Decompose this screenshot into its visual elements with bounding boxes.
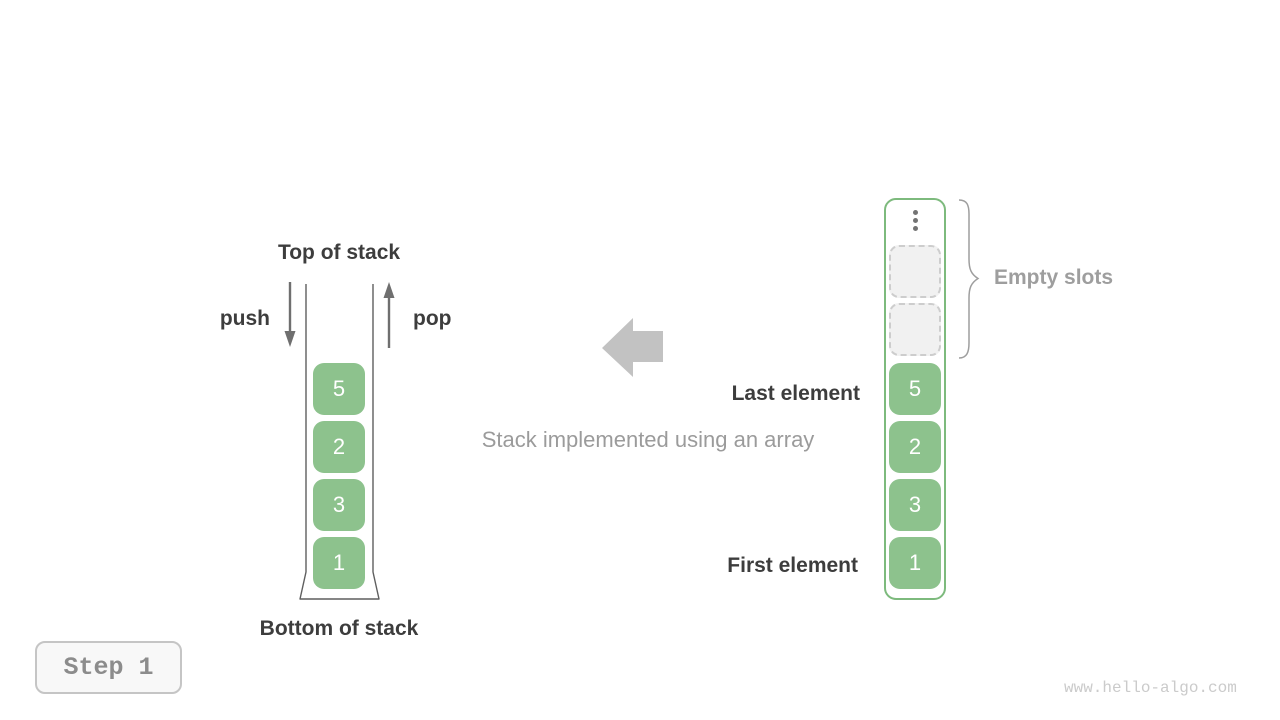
array-block: 2	[889, 421, 941, 473]
caption-text: Stack implemented using an array	[481, 427, 815, 452]
stack-block: 3	[313, 479, 365, 531]
vertical-ellipsis-icon	[886, 210, 944, 231]
bottom-of-stack-label: Bottom of stack	[259, 617, 419, 640]
step-badge: Step 1	[35, 641, 182, 694]
push-label: push	[219, 307, 270, 330]
stack-block: 2	[313, 421, 365, 473]
push-arrow-icon	[284, 282, 296, 347]
array-block: 3	[889, 479, 941, 531]
stack-container-outline	[299, 284, 380, 600]
last-element-label: Last element	[731, 382, 860, 405]
empty-slot	[889, 245, 941, 298]
pop-label: pop	[413, 307, 452, 330]
watermark: www.hello-algo.com	[1064, 679, 1237, 697]
array-block: 1	[889, 537, 941, 589]
left-block-arrow-icon	[602, 318, 663, 377]
empty-slots-label: Empty slots	[994, 266, 1114, 289]
step-badge-label: Step 1	[63, 653, 154, 682]
brace-icon	[958, 199, 980, 359]
first-element-label: First element	[727, 554, 858, 577]
top-of-stack-label: Top of stack	[277, 241, 401, 264]
stack-block: 5	[313, 363, 365, 415]
pop-arrow-icon	[383, 282, 395, 348]
empty-slot	[889, 303, 941, 356]
stack-block: 1	[313, 537, 365, 589]
array-block: 5	[889, 363, 941, 415]
